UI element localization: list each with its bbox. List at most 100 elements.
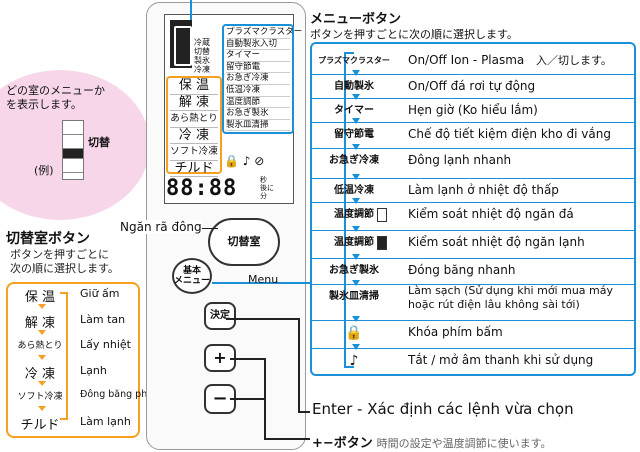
menu-divider xyxy=(312,122,634,123)
lcd-menu-item: タイマー xyxy=(226,50,290,62)
down-arrow-icon xyxy=(352,280,360,286)
fridge-compartment-icon xyxy=(377,236,387,250)
down-arrow-icon xyxy=(352,198,360,204)
menu-item-jp: 製氷皿清掃 xyxy=(329,291,379,302)
switch-room-list xyxy=(6,282,140,438)
lcd-menu-item: お急ぎ製氷 xyxy=(226,108,290,120)
connector-enter-v xyxy=(298,318,300,412)
menu-item-vn: On/Off đá rơi tự động xyxy=(408,79,536,93)
menu-item-jp: プラズマクラスター xyxy=(318,56,390,65)
lcd-room-item: 解 凍 xyxy=(170,95,218,111)
down-arrow-icon xyxy=(352,174,360,180)
switch-room-jp: ソフト冷凍 xyxy=(17,392,63,402)
menu-divider xyxy=(312,230,634,231)
menu-divider xyxy=(312,178,634,179)
switch-room-vn: Lạnh xyxy=(80,363,107,377)
down-arrow-icon xyxy=(352,70,360,76)
lcd-menu-item: 低温冷凍 xyxy=(226,85,290,97)
menu-cycle-line xyxy=(344,52,354,368)
lcd-left-label: 冷凍 xyxy=(194,65,210,74)
menu-item-jp: 温度調節 xyxy=(334,209,374,220)
lcd-room-item: ソフト冷凍 xyxy=(170,144,218,161)
switch-room-item: ソフト冷凍 Đông băng phần mềm xyxy=(12,388,186,403)
down-arrow-icon xyxy=(352,118,360,124)
menu-item-vn: Hẹn giờ (Ko hiểu lắm) xyxy=(408,103,538,117)
menu-item: 低温冷凍 Làm lạnh ở nhiệt độ thấp xyxy=(312,182,634,204)
switch-room-vn: Làm lạnh xyxy=(80,414,131,428)
lock-icon: 🔒 xyxy=(224,154,239,168)
lcd-digits: 88:88 xyxy=(166,176,238,201)
connector-top xyxy=(190,0,192,20)
menu-item-vn: Kiểm soát nhiệt độ ngăn đá xyxy=(408,207,574,221)
menu-divider xyxy=(312,320,634,321)
menu-item-jp: ♪ xyxy=(349,353,359,369)
bubble-text: どの室のメニューか を表示します。 xyxy=(6,84,105,111)
menu-item: 留守節電 Chế độ tiết kiệm điện kho đi vắng xyxy=(312,126,634,148)
menu-item: 自動製氷 On/Off đá rơi tự động xyxy=(312,78,634,100)
fridge-label: 切替 xyxy=(88,136,110,149)
menu-list xyxy=(310,42,636,376)
plus-minus-desc: 時間の設定や温度調節に使います。 xyxy=(376,437,552,450)
menu-item-vn: Làm lạnh ở nhiệt độ thấp xyxy=(408,183,559,197)
switch-room-title: 切替室ボタン xyxy=(6,231,90,247)
menu-item-jp: 温度調節 xyxy=(334,237,374,248)
menu-divider xyxy=(312,348,634,349)
down-arrow-icon xyxy=(352,226,360,232)
lcd-left-label: 製氷 xyxy=(194,56,210,65)
menu-item-vn: Chế độ tiết kiệm điện kho đi vắng xyxy=(408,127,611,141)
connector-minus xyxy=(230,398,264,400)
menu-item-vn: On/Off Ion - Plasma xyxy=(408,53,525,67)
menu-item-vn: Đông lạnh nhanh xyxy=(408,153,512,167)
menu-item-jp: 低温冷凍 xyxy=(334,185,374,196)
lcd-menu-item: 製氷皿清掃 xyxy=(226,120,290,132)
down-arrow-icon xyxy=(38,329,46,336)
enter-button[interactable]: 決定 xyxy=(204,302,236,330)
switch-room-vn: Lấy nhiệt xyxy=(80,338,131,351)
lcd-menu-item: プラズマクラスター xyxy=(226,27,303,39)
lcd-menu-item: 自動製氷入切 xyxy=(226,39,290,51)
note-icon: ♪ xyxy=(242,154,251,168)
switch-room-button[interactable]: 切替室 xyxy=(208,218,280,266)
switch-room-jp: あら熱とり xyxy=(17,341,63,351)
lcd-room-item: 冷 凍 xyxy=(170,128,218,144)
switch-room-jp: 保 温 xyxy=(24,290,56,305)
lcd-left-label: 切替 xyxy=(194,47,210,56)
menu-item: 🔒Khóa phím bấm xyxy=(312,324,634,346)
lcd-room-item: チルド xyxy=(170,161,218,177)
down-arrow-icon xyxy=(38,406,46,412)
menu-divider xyxy=(312,202,634,203)
menu-item: ♪Tắt / mở âm thanh khi sử dụng xyxy=(312,352,634,374)
lcd-room-list: 保 温解 凍あら熱とり冷 凍ソフト冷凍チルド xyxy=(166,76,222,177)
menu-item-jp: 留守節電 xyxy=(334,129,374,140)
lcd-left-labels: 冷蔵切替製氷冷凍 xyxy=(194,38,218,74)
switch-room-item: あら熱とり Lấy nhiệt xyxy=(12,337,130,352)
menu-item-jp: 自動製氷 xyxy=(334,81,374,92)
connector-menu xyxy=(212,282,310,284)
lcd-menu-item: お急ぎ冷凍 xyxy=(226,73,290,85)
lcd-left-label: 冷蔵 xyxy=(194,38,210,47)
basic-menu-button[interactable]: 基本 メニュー xyxy=(172,258,212,294)
down-arrow-icon xyxy=(352,316,360,322)
down-arrow-icon xyxy=(352,144,360,150)
menu-button-title: メニューボタン xyxy=(310,12,402,27)
down-arrow-icon xyxy=(38,380,46,387)
lcd-menu-item: 温度調節 xyxy=(226,97,290,109)
example-label: (例) xyxy=(34,164,54,177)
lcd-status-icons: 🔒 ♪ ⊘ xyxy=(224,154,264,168)
menu-divider xyxy=(312,98,634,99)
switch-room-vn: Đông băng phần mềm xyxy=(80,389,187,400)
label-thaw-room: Ngăn rã đông xyxy=(120,220,202,234)
menu-divider xyxy=(312,148,634,149)
label-enter: Enter - Xác định các lệnh vừa chọn xyxy=(312,400,574,418)
menu-item: 温度調節 Kiểm soát nhiệt độ ngăn đá xyxy=(312,206,634,228)
